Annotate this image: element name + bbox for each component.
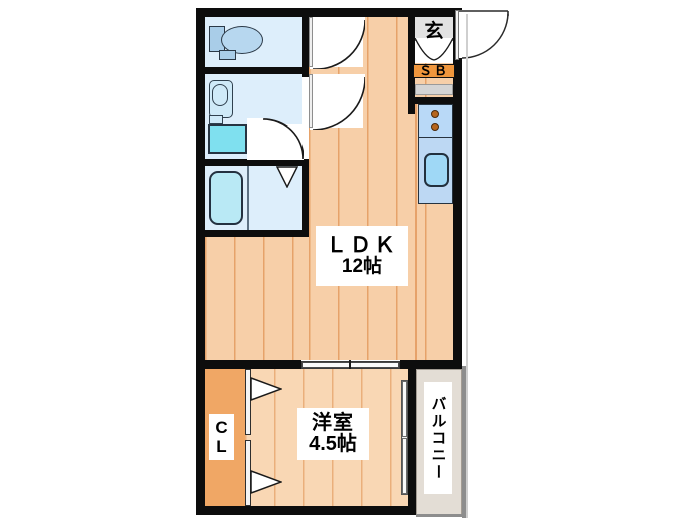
entrance-shelf — [415, 84, 453, 95]
shoebox-label: ＳＢ — [413, 64, 455, 78]
ldk-label-title: ＬＤＫ — [326, 234, 398, 257]
closet-label: C L — [209, 414, 234, 460]
washroom-door-swing-overlay-icon — [310, 74, 365, 130]
interior-wall-bath-bottom — [205, 230, 309, 237]
ldk-label-area: 12帖 — [341, 256, 383, 278]
toilet-bowl-icon — [221, 26, 263, 54]
burner-front-icon — [431, 110, 439, 118]
interior-wall-washroom-bottom — [205, 159, 302, 166]
interior-wall-genkan-left — [408, 17, 415, 114]
balcony-sliding-door[interactable] — [401, 380, 408, 495]
exterior-wall-bottom — [196, 506, 462, 515]
bedroom-label-title: 洋室 — [312, 412, 354, 434]
toilet-door-swing-overlay-icon — [310, 17, 365, 69]
wash-basin-bowl-icon — [212, 84, 228, 106]
entrance-door-swing-icon[interactable] — [458, 8, 512, 62]
interior-wall-ldk-bottom-right — [400, 360, 462, 369]
bedroom-room-label: 洋室 4.5帖 — [297, 408, 369, 460]
washing-machine-pan-icon — [208, 124, 247, 154]
balcony-bottom-edge — [416, 514, 466, 517]
ldk-right-inner-line — [415, 104, 417, 360]
kitchen-sink-icon — [424, 153, 449, 187]
balcony-label: バルコニー — [424, 382, 452, 494]
interior-wall-wet-right — [302, 17, 309, 77]
balcony-sliding-door-leaf-lower[interactable] — [402, 438, 407, 494]
closet-door-leaf-upper[interactable] — [245, 369, 251, 435]
entrance-step-curve-icon — [415, 38, 453, 61]
plan-shadow-right — [466, 14, 468, 518]
closet-door-fold-marker-upper-icon — [250, 377, 282, 401]
toilet-foot-icon — [219, 50, 236, 60]
bathroom-divider — [247, 166, 249, 230]
balcony-sliding-door-leaf-upper[interactable] — [402, 381, 407, 437]
ldk-bedroom-sliding-door-leaf-right[interactable] — [350, 362, 399, 368]
interior-wall-genkan-bottom — [408, 97, 453, 104]
balcony-label-text: バルコニー — [429, 395, 447, 481]
bathtub-icon — [209, 171, 243, 225]
ldk-room-label: ＬＤＫ 12帖 — [316, 226, 408, 286]
wash-basin-counter-icon — [209, 115, 223, 124]
interior-wall-ldk-bottom-left — [196, 360, 301, 369]
exterior-wall-top — [196, 8, 462, 17]
entrance-door-leaf[interactable] — [455, 10, 459, 60]
interior-wall-balcony-left — [408, 369, 416, 506]
interior-wall-toilet-bottom — [205, 67, 302, 74]
washroom-entry-swing-overlay-icon — [247, 118, 303, 160]
interior-wall-wet-right-lower — [302, 159, 309, 230]
bath-door-marker-icon — [276, 166, 298, 188]
balcony-outer-edge — [462, 366, 466, 518]
toilet-door-leaf[interactable] — [309, 17, 313, 67]
closet-door-fold-marker-lower-icon — [250, 470, 282, 494]
cooktop-icon — [418, 104, 453, 138]
closet-label-top: C — [215, 417, 228, 437]
exterior-wall-left — [196, 8, 205, 515]
ldk-bedroom-sliding-door-leaf-left[interactable] — [302, 362, 351, 368]
shoebox-icon — [413, 64, 455, 78]
sliding-door-handle — [349, 360, 351, 369]
burner-rear-icon — [431, 123, 439, 131]
bedroom-label-area: 4.5帖 — [309, 433, 357, 455]
entrance-label: 玄 — [415, 20, 453, 44]
ldk-floor-extension — [205, 237, 309, 360]
exterior-wall-right-upper — [453, 8, 462, 368]
closet-label-bottom: L — [216, 437, 227, 456]
washroom-door-leaf[interactable] — [309, 74, 313, 128]
shoebox-label-text: ＳＢ — [418, 63, 449, 79]
entrance-label-text: 玄 — [424, 21, 444, 43]
